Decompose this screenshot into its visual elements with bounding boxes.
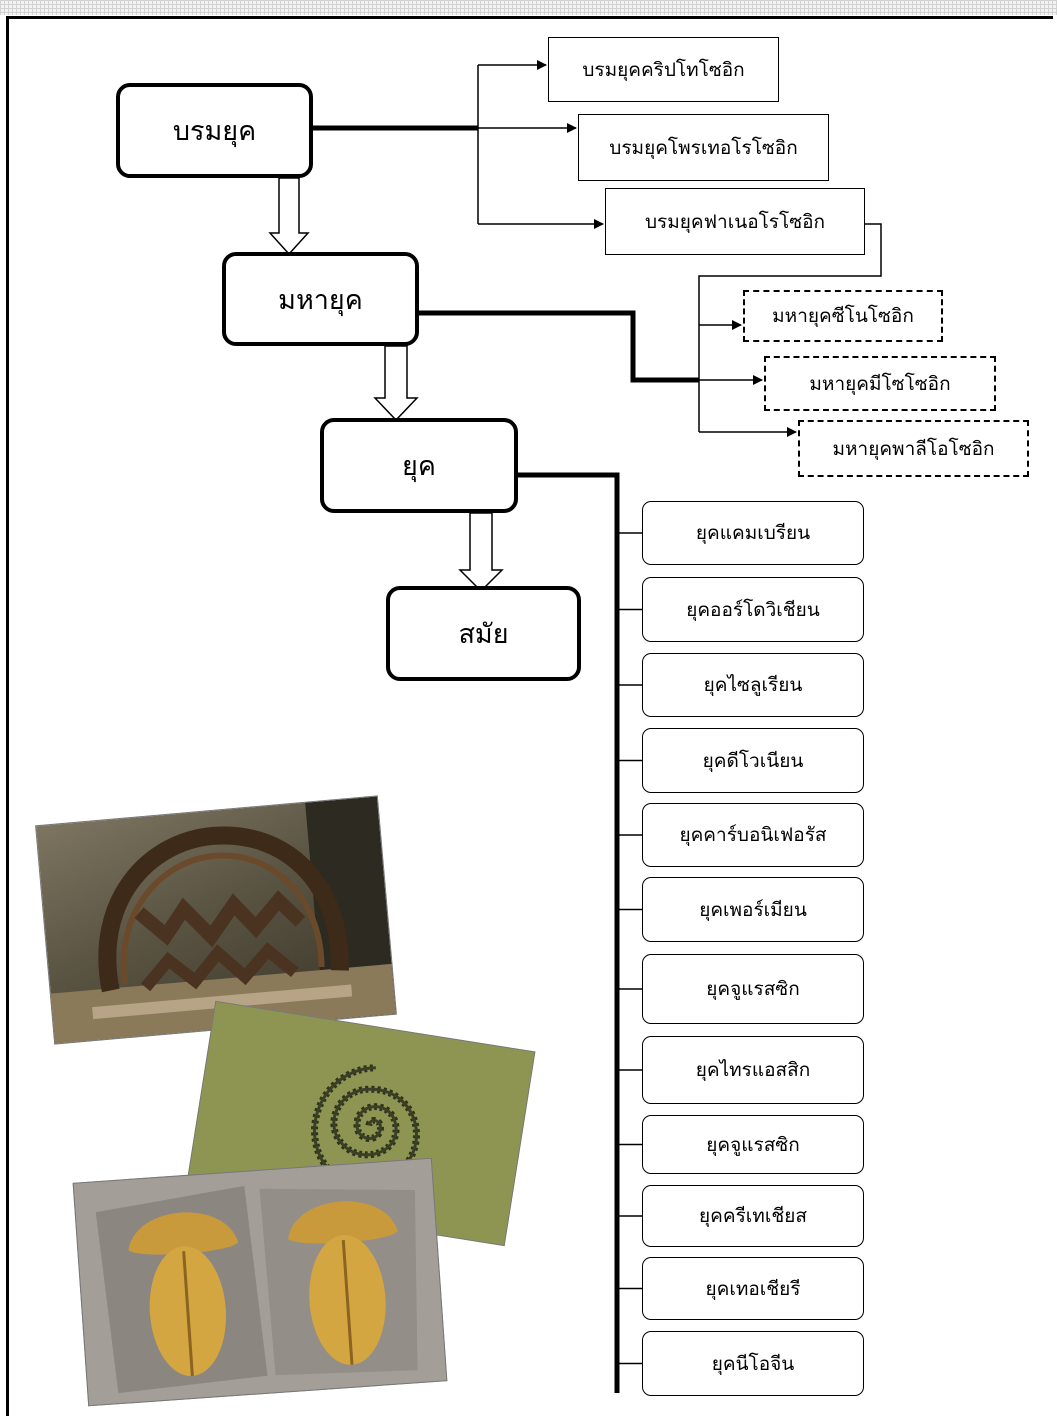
trilobite-fossils-photo	[72, 1157, 448, 1407]
era-trunk-line	[418, 310, 699, 383]
eon-proterozoic-box: บรมยุคโพรเทอโรโซอิก	[578, 114, 829, 181]
top-pattern-strip	[0, 0, 1057, 15]
period-item-4: ยุคดีโวเนียน	[642, 728, 864, 793]
period-item-1: ยุคแคมเบรียน	[642, 501, 864, 565]
period-item-2-label: ยุคออร์โดวิเชียน	[686, 598, 820, 621]
era-box: มหายุค	[222, 252, 419, 346]
period-item-10-label: ยุคครีเทเชียส	[699, 1205, 807, 1227]
period-item-10: ยุคครีเทเชียส	[642, 1185, 864, 1247]
period-item-6-label: ยุคเพอร์เมียน	[699, 898, 807, 921]
page-frame	[6, 16, 1053, 1416]
era-cenozoic-label: มหายุคซีโนโซอิก	[772, 305, 914, 327]
period-item-5: ยุคคาร์บอนิเฟอรัส	[642, 803, 864, 867]
era-paleozoic-box: มหายุคพาลีโอโซอิก	[798, 420, 1029, 477]
period-item-8-label: ยุคไทรแอสสิก	[695, 1059, 811, 1081]
period-item-3-label: ยุคไซลูเรียน	[703, 674, 803, 696]
period-item-2: ยุคออร์โดวิเชียน	[642, 577, 864, 642]
period-label: ยุค	[402, 451, 436, 482]
period-item-7-label: ยุคจูแรสซิก	[706, 978, 800, 1000]
down-arrow-period-to-epoch	[458, 512, 504, 593]
era-label: มหายุค	[278, 284, 363, 316]
period-item-9: ยุคจูแรสซิก	[642, 1115, 864, 1174]
period-item-9-label: ยุคจูแรสซิก	[706, 1133, 800, 1156]
epoch-label: สมัย	[458, 619, 509, 650]
eon-box: บรมยุค	[116, 83, 313, 178]
eon-phanerozoic-label: บรมยุคฟาเนอโรโซอิก	[644, 210, 826, 233]
period-item-11-label: ยุคเทอเชียรี	[705, 1277, 801, 1300]
period-item-4-label: ยุคดีโวเนียน	[702, 749, 804, 772]
eon-cryptozoic-label: บรมยุคคริปโทโซอิก	[582, 58, 745, 81]
era-paleozoic-label: มหายุคพาลีโอโซอิก	[832, 437, 995, 460]
period-item-5-label: ยุคคาร์บอนิเฟอรัส	[679, 824, 827, 846]
era-mesozoic-box: มหายุคมีโซโซอิก	[764, 356, 996, 411]
eon-proterozoic-label: บรมยุคโพรเทอโรโซอิก	[609, 136, 798, 159]
period-item-1-label: ยุคแคมเบรียน	[695, 522, 811, 544]
period-item-12: ยุคนีโอจีน	[642, 1331, 864, 1396]
period-item-6: ยุคเพอร์เมียน	[642, 877, 864, 942]
period-item-3: ยุคไซลูเรียน	[642, 653, 864, 717]
epoch-box: สมัย	[386, 586, 581, 681]
down-arrow-eon-to-era	[268, 177, 310, 256]
phanerozoic-to-eras-line	[698, 223, 882, 432]
period-item-8: ยุคไทรแอสสิก	[642, 1036, 864, 1104]
period-item-11: ยุคเทอเชียรี	[642, 1257, 864, 1320]
eon-phanerozoic-box: บรมยุคฟาเนอโรโซอิก	[605, 188, 865, 255]
era-cenozoic-box: มหายุคซีโนโซอิก	[743, 290, 943, 342]
period-item-12-label: ยุคนีโอจีน	[711, 1352, 795, 1375]
period-item-7: ยุคจูแรสซิก	[642, 954, 864, 1024]
eon-cryptozoic-box: บรมยุคคริปโทโซอิก	[548, 37, 779, 102]
era-mesozoic-label: มหายุคมีโซโซอิก	[809, 372, 951, 395]
period-box: ยุค	[320, 418, 518, 513]
eon-label: บรมยุค	[172, 116, 257, 147]
down-arrow-era-to-period	[373, 345, 419, 422]
period-trunk-line	[517, 472, 620, 1393]
